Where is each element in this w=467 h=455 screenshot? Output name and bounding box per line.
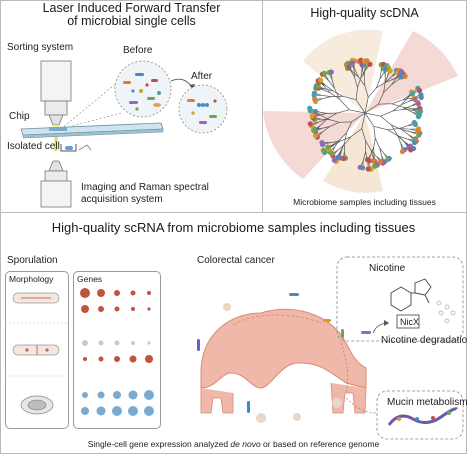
colon-tissue [201, 309, 366, 413]
sorting-system-label: Sorting system [7, 42, 73, 53]
tree-tip [413, 122, 418, 127]
caption-italic: de novo [230, 439, 260, 449]
gene-dot [115, 341, 120, 346]
colorectal-cancer-label: Colorectal cancer [197, 255, 275, 266]
gene-dot [81, 407, 89, 415]
gene-dot [130, 356, 137, 363]
mucin-metabolism-label: Mucin metabolism [387, 397, 467, 408]
gene-dot [98, 392, 105, 399]
gene-dot [114, 356, 120, 362]
gene-dot [80, 288, 90, 298]
gene-dot [112, 406, 122, 416]
gene-dot [97, 407, 106, 416]
gene-dot [131, 291, 136, 296]
gene-dot [128, 406, 138, 416]
cell-spore [21, 396, 53, 414]
gene-dot [82, 340, 88, 346]
imaging-raman-device [41, 161, 71, 207]
tree-tip [313, 109, 318, 114]
scdna-caption: Microbiome samples including tissues [263, 197, 466, 207]
after-circle [179, 85, 227, 133]
nicotine-label: Nicotine [369, 263, 405, 274]
tree-tip [322, 71, 327, 76]
scrna-illustration [1, 213, 467, 455]
tree-tip [408, 147, 413, 152]
gene-dot [99, 357, 104, 362]
tree-tip [319, 140, 324, 145]
gene-dot [129, 391, 138, 400]
gene-dot [113, 391, 121, 399]
imaging-label-line2: acquisition system [81, 194, 163, 205]
tree-tip [419, 95, 424, 100]
before-label: Before [123, 45, 152, 56]
nicotine-degradation-label: Nicotine degradation [381, 335, 467, 346]
tree-tip [318, 78, 323, 83]
panel-lift: Laser Induced Forward Transfer of microb… [0, 0, 263, 213]
tree-tip [308, 121, 313, 126]
gene-dot [81, 305, 89, 313]
gene-dot [144, 390, 154, 400]
gene-dot [82, 392, 88, 398]
tree-tip [312, 91, 317, 96]
tree-tip [403, 74, 408, 79]
nicotine-structure [391, 279, 431, 311]
gene-dot [131, 307, 135, 311]
chip-slide [21, 123, 163, 138]
tree-tip [358, 165, 363, 170]
tree-tip [415, 128, 420, 133]
gene-dot [98, 306, 104, 312]
panel-scdna: High-quality scDNA Microbiome samples in… [262, 0, 467, 213]
gene-dot [147, 291, 151, 295]
tree-tip [412, 140, 417, 145]
tree-tip [400, 149, 405, 154]
gene-dot [97, 289, 105, 297]
tree-tip [311, 128, 316, 133]
gene-dot [114, 290, 120, 296]
caption-part2: or based on reference genome [261, 439, 380, 449]
tree-tip [321, 148, 326, 153]
gene-dot [115, 307, 120, 312]
caption-part1: Single-cell gene expression analyzed [88, 439, 231, 449]
scrna-caption: Single-cell gene expression analyzed de … [1, 439, 466, 449]
gene-dot [83, 357, 87, 361]
tree-tip [325, 145, 330, 150]
removed-cell-gap [197, 103, 209, 107]
tree-tip [366, 166, 371, 171]
before-circle [115, 61, 171, 117]
gene-dot [131, 341, 135, 345]
gene-dot [99, 341, 104, 346]
tree-tip [335, 155, 340, 160]
tree-tip [310, 113, 315, 118]
gene-dot [147, 341, 150, 344]
tree-tip [364, 58, 369, 63]
tree-tip [329, 69, 334, 74]
gene-dot [147, 307, 150, 310]
after-label: After [191, 71, 212, 82]
gene-dot [145, 355, 153, 363]
gene-dot-grid [80, 288, 154, 416]
degraded-molecules [437, 301, 455, 323]
sorting-system-device [41, 61, 71, 125]
tree-tip [307, 106, 312, 111]
chip-label: Chip [9, 111, 30, 122]
gene-dot [144, 406, 154, 416]
cell-rod [13, 293, 59, 303]
tree-tip [365, 157, 370, 162]
nicx-label: NicX [400, 317, 419, 327]
phylogenetic-tree [263, 1, 467, 214]
panel-scrna: High-quality scRNA from microbiome sampl… [0, 212, 467, 454]
imaging-label-line1: Imaging and Raman spectral [81, 182, 209, 193]
tree-tip [388, 68, 393, 73]
tree-tip [416, 114, 421, 119]
isolated-cell-label: Isolated cell [7, 141, 60, 152]
isolated-cell-well [61, 144, 91, 151]
tree-tip [350, 60, 355, 65]
cell-septum [13, 345, 59, 355]
tree-tip [416, 101, 421, 106]
